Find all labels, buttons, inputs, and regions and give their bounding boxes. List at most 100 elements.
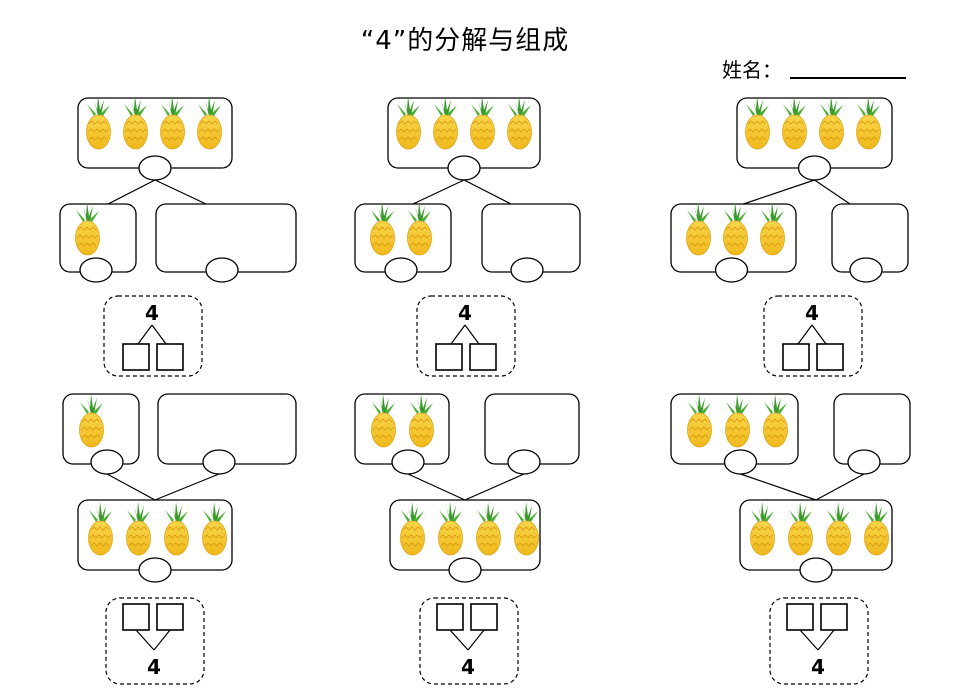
pineapple-icon: [400, 501, 425, 556]
worksheet-title: “4”的分解与组成: [360, 26, 570, 56]
right-answer-circle[interactable]: [847, 449, 881, 475]
bond-part-square[interactable]: [122, 603, 150, 631]
bond-part-square[interactable]: [816, 343, 844, 371]
bond-whole-number: 4: [461, 655, 475, 679]
number-bond-box: [416, 295, 516, 377]
pineapple-icon: [687, 393, 712, 448]
pineapple-icon: [202, 501, 227, 556]
number-bond-box: [769, 597, 869, 685]
bond-whole-number: 4: [145, 301, 159, 325]
pineapple-icon: [782, 95, 807, 150]
whole-answer-circle[interactable]: [138, 557, 172, 583]
left-answer-circle[interactable]: [714, 257, 749, 283]
number-bond-box: [105, 597, 205, 685]
whole-answer-circle[interactable]: [447, 155, 481, 181]
pineapple-icon: [86, 95, 111, 150]
pineapple-icon: [370, 201, 395, 256]
connector-line: [106, 473, 156, 501]
pineapple-icon: [686, 201, 711, 256]
whole-answer-circle[interactable]: [799, 557, 833, 583]
whole-answer-circle[interactable]: [448, 557, 482, 583]
pineapple-icon: [396, 95, 421, 150]
pineapple-icon: [507, 95, 532, 150]
left-answer-circle[interactable]: [384, 257, 418, 283]
whole-answer-circle[interactable]: [138, 155, 172, 181]
number-bond-box: [419, 597, 519, 685]
pineapple-icon: [433, 95, 458, 150]
bond-part-square[interactable]: [156, 343, 184, 371]
left-answer-circle[interactable]: [90, 449, 124, 475]
bond-whole-number: 4: [805, 301, 819, 325]
bond-line: [151, 324, 167, 345]
number-bond-box: [103, 295, 203, 377]
right-answer-circle[interactable]: [205, 257, 239, 283]
pineapple-icon: [371, 393, 396, 448]
pineapple-icon: [750, 501, 775, 556]
bond-part-square[interactable]: [786, 603, 814, 631]
bond-whole-number: 4: [147, 655, 161, 679]
bond-line: [137, 324, 153, 345]
bond-part-square[interactable]: [820, 603, 848, 631]
pineapple-icon: [123, 95, 148, 150]
bond-part-square[interactable]: [782, 343, 810, 371]
pineapple-icon: [164, 501, 189, 556]
connector-line: [154, 179, 207, 205]
connector-line: [743, 179, 815, 205]
connector-line: [815, 473, 865, 501]
bond-line: [467, 629, 485, 651]
pineapple-icon: [856, 95, 881, 150]
pineapple-icon: [75, 201, 100, 256]
left-answer-circle[interactable]: [723, 449, 758, 475]
bond-part-square[interactable]: [156, 603, 184, 631]
bond-line: [799, 629, 819, 651]
connector-line: [740, 473, 817, 501]
bond-line: [811, 324, 827, 345]
bond-part-square[interactable]: [435, 343, 463, 371]
pineapple-icon: [476, 501, 501, 556]
left-answer-circle[interactable]: [79, 257, 113, 283]
bond-line: [817, 629, 835, 651]
bond-line: [449, 629, 469, 651]
bond-line: [464, 324, 480, 345]
bond-part-square[interactable]: [470, 603, 498, 631]
pineapple-icon: [788, 501, 813, 556]
pineapple-icon: [763, 393, 788, 448]
pineapple-icon: [745, 95, 770, 150]
pineapple-icon: [826, 501, 851, 556]
left-answer-circle[interactable]: [391, 449, 425, 475]
right-answer-circle[interactable]: [507, 449, 541, 475]
bond-part-square[interactable]: [436, 603, 464, 631]
pineapple-icon: [760, 201, 785, 256]
bond-whole-number: 4: [811, 655, 825, 679]
name-field[interactable]: [790, 77, 906, 79]
name-label: 姓名：: [722, 58, 782, 82]
pineapple-icon: [88, 501, 113, 556]
pineapple-icon: [819, 95, 844, 150]
bond-line: [153, 629, 171, 651]
pineapple-icon: [514, 501, 539, 556]
bond-part-square[interactable]: [122, 343, 150, 371]
pineapple-icon: [723, 201, 748, 256]
whole-answer-circle[interactable]: [797, 155, 832, 181]
bond-line: [797, 324, 813, 345]
connector-line: [463, 179, 512, 205]
connector-line: [407, 473, 466, 501]
connector-line: [412, 179, 465, 205]
pineapple-icon: [197, 95, 222, 150]
bond-part-square[interactable]: [469, 343, 497, 371]
pineapple-icon: [126, 501, 151, 556]
pineapple-icon: [407, 201, 432, 256]
connector-line: [107, 179, 156, 205]
right-answer-circle[interactable]: [849, 257, 883, 283]
number-bond-box: [763, 295, 863, 377]
bond-whole-number: 4: [458, 301, 472, 325]
right-answer-circle[interactable]: [510, 257, 544, 283]
pineapple-icon: [470, 95, 495, 150]
pineapple-icon: [438, 501, 463, 556]
connector-line: [154, 473, 220, 501]
connector-line: [464, 473, 525, 501]
pineapple-icon: [79, 393, 104, 448]
right-answer-circle[interactable]: [202, 449, 236, 475]
pineapple-icon: [725, 393, 750, 448]
